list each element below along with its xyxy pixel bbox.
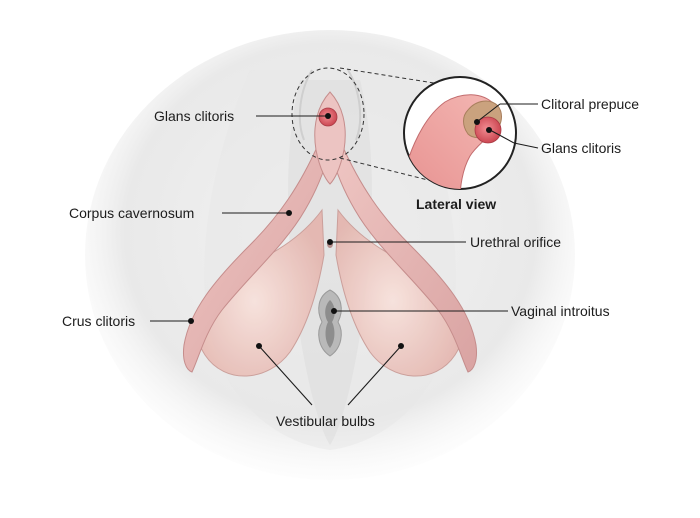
leader-crus-clitoris xyxy=(150,318,194,324)
label-glans-clitoris: Glans clitoris xyxy=(154,108,234,124)
label-lateral-view: Lateral view xyxy=(416,196,496,212)
labia-shape xyxy=(298,69,362,141)
leader-vestibular-bulbs xyxy=(256,343,404,406)
label-corpus-cavernosum: Corpus cavernosum xyxy=(69,205,194,221)
label-inset-glans-clitoris: Glans clitoris xyxy=(541,140,621,156)
label-clitoral-prepuce: Clitoral prepuce xyxy=(541,96,639,112)
leader-clitoral-prepuce xyxy=(474,103,538,125)
label-urethral-orifice: Urethral orifice xyxy=(470,234,561,250)
leader-vaginal-introitus xyxy=(331,308,508,314)
magnification-guide xyxy=(291,67,441,181)
leader-inset-glans-clitoris xyxy=(486,127,539,149)
label-vestibular-bulbs: Vestibular bulbs xyxy=(276,413,375,429)
label-vaginal-introitus: Vaginal introitus xyxy=(511,303,610,319)
vaginal-introitus-shape xyxy=(318,289,342,357)
label-crus-clitoris: Crus clitoris xyxy=(62,313,135,329)
leader-urethral-orifice xyxy=(327,239,466,245)
leader-glans-clitoris xyxy=(256,113,331,119)
leader-corpus-cavernosum xyxy=(222,210,292,216)
lateral-view-inset xyxy=(403,76,517,190)
